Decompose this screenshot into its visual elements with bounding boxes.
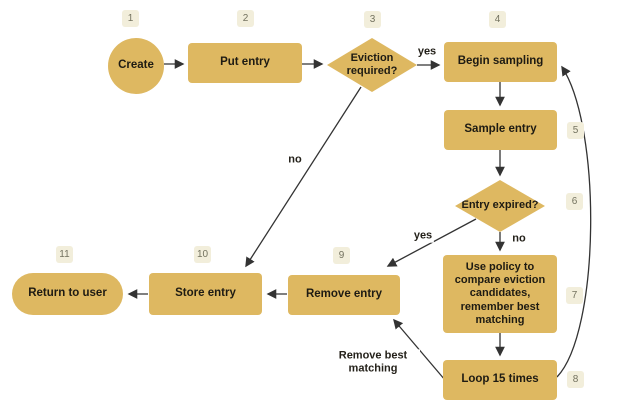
node-return-to-user: Return to user	[12, 273, 123, 315]
node-sample-entry: Sample entry	[444, 110, 557, 150]
node-use-policy-label: Use policy to compare eviction candidate…	[454, 261, 546, 326]
step-badge-7: 7	[566, 287, 583, 304]
node-begin-sampling: Begin sampling	[444, 42, 557, 82]
step-badge-9: 9	[333, 247, 350, 264]
edge-eviction-no-to-store	[245, 86, 362, 268]
step-badge-6: 6	[566, 193, 583, 210]
node-use-policy: Use policy to compare eviction candidate…	[443, 255, 557, 333]
edge-label-remove-best-matching: Remove best matching	[326, 349, 420, 375]
step-badge-5: 5	[567, 122, 584, 139]
node-entry-expired-label: Entry expired?	[461, 199, 539, 212]
node-sample-entry-label: Sample entry	[464, 123, 537, 136]
step-badge-10: 10	[194, 246, 211, 263]
node-store-entry: Store entry	[149, 273, 262, 315]
step-badge-4: 4	[489, 11, 506, 28]
node-put-entry: Put entry	[188, 43, 302, 83]
edge-label-eviction-yes: yes	[415, 45, 439, 59]
node-remove-entry: Remove entry	[288, 275, 400, 315]
node-loop-15-times-label: Loop 15 times	[461, 373, 539, 386]
node-return-to-user-label: Return to user	[28, 287, 107, 300]
node-eviction-required-label: Eviction required?	[346, 51, 398, 77]
edge-loop-to-begin-curve	[556, 65, 592, 378]
step-badge-2: 2	[237, 10, 254, 27]
node-store-entry-label: Store entry	[175, 287, 236, 300]
step-badge-8: 8	[567, 371, 584, 388]
edge-label-expired-no: no	[510, 232, 528, 246]
node-create: Create	[108, 38, 164, 94]
step-badge-3: 3	[364, 11, 381, 28]
node-begin-sampling-label: Begin sampling	[457, 55, 544, 68]
edge-label-eviction-no: no	[286, 153, 304, 167]
step-badge-11: 11	[56, 246, 73, 263]
node-create-label: Create	[118, 59, 154, 72]
node-put-entry-label: Put entry	[220, 56, 270, 69]
edge-label-expired-yes: yes	[411, 229, 435, 243]
node-remove-entry-label: Remove entry	[305, 288, 383, 301]
edge-expired-yes-to-remove	[386, 218, 477, 267]
node-loop-15-times: Loop 15 times	[443, 360, 557, 400]
step-badge-1: 1	[122, 10, 139, 27]
